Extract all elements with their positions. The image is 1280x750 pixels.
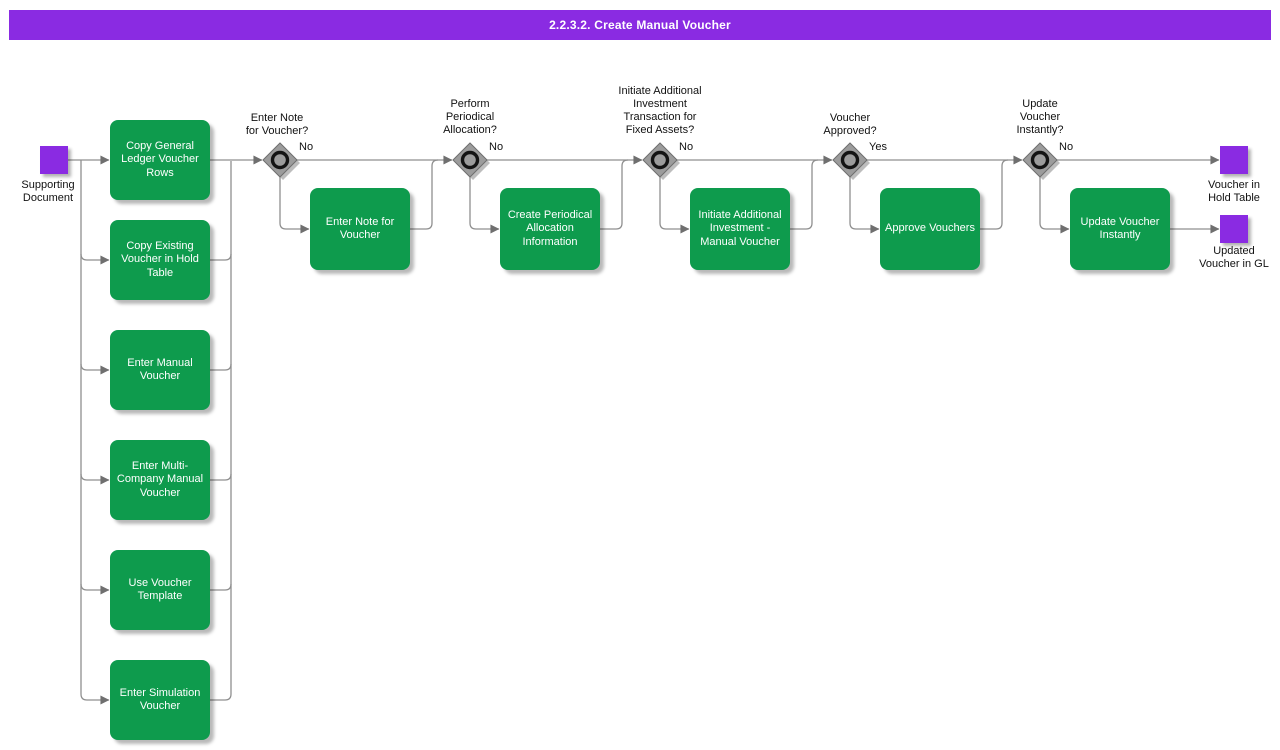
end-event-square-updated-voucher-in-gl [1220,215,1248,243]
activity-update-voucher-instantly[interactable]: Update Voucher Instantly [1070,188,1170,270]
connector [849,177,880,234]
branch-label-yes-4: Yes [869,141,887,153]
decision-gateway-enter-note [262,142,300,180]
end-event-square-voucher-in-hold-table [1220,146,1248,174]
decision-question-voucher-approved: Voucher Approved? [823,112,877,137]
connector [1039,177,1070,234]
title-bar: 2.2.3.2. Create Manual Voucher [9,10,1271,40]
activity-create-periodical-allocation-information[interactable]: Create Periodical Allocation Information [500,188,600,270]
activity-label: Use Voucher Template [128,576,192,603]
branch-label-no-2: No [489,141,504,153]
connector [80,473,110,485]
connector [279,177,310,234]
connector [210,161,232,701]
connector [600,159,629,230]
decision-question-enter-note: Enter Note for Voucher? [245,112,309,137]
diamond-shape [642,142,678,178]
decision-gateway-periodical-allocation [452,142,490,180]
activity-approve-vouchers[interactable]: Approve Vouchers [880,188,980,270]
connector [210,583,232,591]
connector [80,583,110,595]
decision-question-additional-investment: Initiate Additional Investment Transacti… [618,85,702,136]
gateway-circle-icon [840,150,860,170]
gateway-circle-icon [650,150,670,170]
start-event-square [40,146,68,174]
diamond-shape [1022,142,1058,178]
decision-question-periodical-allocation: Perform Periodical Allocation? [443,98,497,136]
activity-enter-multi-company-manual-voucher[interactable]: Enter Multi-Company Manual Voucher [110,440,210,520]
gateway-circle-icon [460,150,480,170]
activity-enter-simulation-voucher[interactable]: Enter Simulation Voucher [110,660,210,740]
connector [469,177,500,234]
diamond-shape [262,142,298,178]
gateway-circle-icon [1030,150,1050,170]
branch-label-no-3: No [679,141,694,153]
activity-enter-note-for-voucher[interactable]: Enter Note for Voucher [310,188,410,270]
connector [659,177,690,234]
activity-label: Create Periodical Allocation Information [507,208,593,248]
connector [80,160,110,705]
end-event-label-voucher-in-hold-table: Voucher in Hold Table [1208,179,1260,204]
branch-label-no-5: No [1059,141,1074,153]
activity-use-voucher-template[interactable]: Use Voucher Template [110,550,210,630]
activity-label: Approve Vouchers [885,222,975,235]
connector [80,253,110,265]
diamond-shape [452,142,488,178]
activity-label: Initiate Additional Investment - Manual … [698,208,782,248]
flow-connectors [68,155,1220,705]
activity-label: Copy Existing Voucher in Hold Table [121,239,199,279]
activity-initiate-additional-investment-manual-voucher[interactable]: Initiate Additional Investment - Manual … [690,188,790,270]
decision-gateway-voucher-approved [832,142,870,180]
branch-label-no-1: No [299,141,314,153]
end-event-label-updated-voucher-in-gl: Updated Voucher in GL [1199,245,1269,270]
decision-gateway-update-instantly [1022,142,1060,180]
page-title: 2.2.3.2. Create Manual Voucher [549,18,731,32]
connector [210,363,232,371]
decision-question-update-instantly: Update Voucher Instantly? [1016,98,1064,136]
activity-label: Enter Note for Voucher [325,215,395,242]
activity-label: Update Voucher Instantly [1080,215,1160,242]
gateway-circle-icon [270,150,290,170]
connector [980,159,1009,230]
connector [790,159,819,230]
activity-copy-general-ledger-voucher-rows[interactable]: Copy General Ledger Voucher Rows [110,120,210,200]
connector [210,473,232,481]
connector [410,159,439,230]
connector [210,253,232,261]
connector [80,363,110,375]
activity-enter-manual-voucher[interactable]: Enter Manual Voucher [110,330,210,410]
activity-label: Enter Simulation Voucher [119,686,201,713]
activity-label: Enter Multi-Company Manual Voucher [116,459,204,499]
start-event-label: Supporting Document [21,179,75,204]
diamond-shape [832,142,868,178]
activity-copy-existing-voucher-in-hold-table[interactable]: Copy Existing Voucher in Hold Table [110,220,210,300]
decision-gateway-additional-investment [642,142,680,180]
activity-label: Copy General Ledger Voucher Rows [121,139,199,179]
activity-label: Enter Manual Voucher [127,356,193,383]
